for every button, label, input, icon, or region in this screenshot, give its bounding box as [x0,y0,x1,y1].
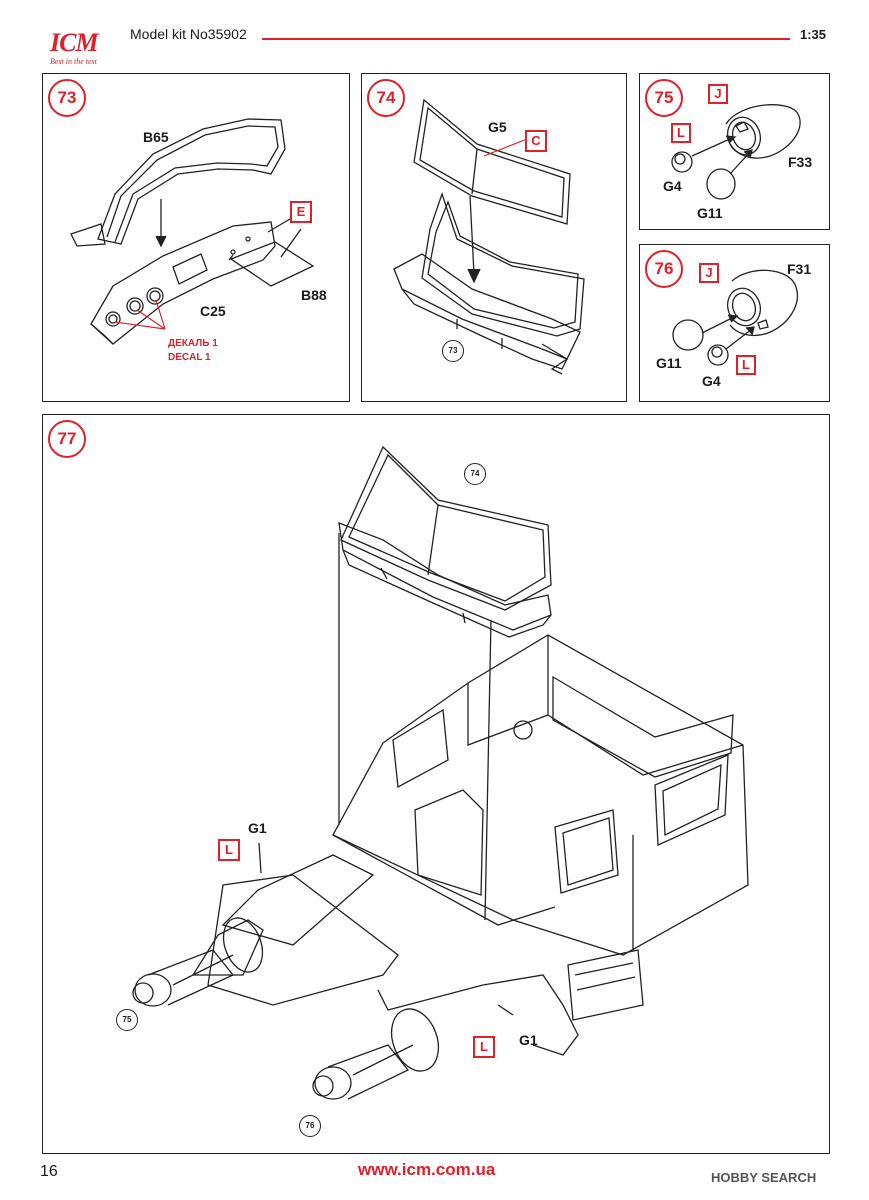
step-number: 73 [48,79,86,117]
reference-step-76: 76 [299,1115,321,1137]
website-url: www.icm.com.ua [358,1160,496,1179]
logo-text: ICM [50,28,99,57]
step-75-panel: 75 F33 G4 G11 J L [639,73,830,230]
part-label-f33: F33 [788,154,813,170]
part-label-g11: G11 [656,355,682,371]
part-label-b88: B88 [301,287,327,303]
step-76-panel: 76 F31 G11 G4 J L [639,244,830,402]
glue-marker-c: C [525,130,547,152]
part-label-c25: C25 [200,303,226,319]
step-number: 77 [48,420,86,458]
icm-logo: ICM Best in the test [38,28,118,66]
headlight-75-drawing [671,104,801,200]
glue-marker-l: L [671,123,691,143]
page-number: 16 [40,1163,58,1180]
glue-marker-j: J [699,263,719,283]
reference-step-74: 74 [464,463,486,485]
model-kit-number: Model kit No35902 [130,26,247,42]
decal-en: DECAL 1 [168,352,211,363]
logo-tagline: Best in the test [50,57,97,66]
glue-marker-l-left: L [218,839,240,861]
part-label-g4: G4 [663,178,682,194]
cab-assembly-drawing [132,445,749,1100]
step-73-panel: 73 B [42,73,350,402]
part-label-f31: F31 [787,261,812,277]
step-number: 75 [645,79,683,117]
reference-step-73: 73 [442,340,464,362]
reference-step-75: 75 [116,1009,138,1031]
step-number: 76 [645,250,683,288]
part-label-g4: G4 [702,373,721,389]
part-label-b65: B65 [143,129,169,145]
step-number: 74 [367,79,405,117]
glue-marker-j: J [708,84,728,104]
part-label-g11: G11 [697,205,723,221]
scale-label: 1:35 [800,27,827,42]
header-rule [262,38,790,40]
step-77-panel: 77 [42,414,830,1154]
glue-marker-e: E [290,201,312,223]
part-label-g5: G5 [488,119,507,135]
windshield-drawing [393,98,585,375]
headlight-76-drawing [672,269,798,366]
part-label-g1-left: G1 [248,820,267,836]
part-label-g1-right: G1 [519,1032,538,1048]
glue-marker-l-right: L [473,1036,495,1058]
dashboard-drawing [70,118,315,345]
step-74-panel: 74 G5 C 73 [361,73,627,402]
glue-marker-l: L [736,355,756,375]
hobby-search-watermark: HOBBY SEARCH [711,1170,817,1185]
decal-ru: ДЕКАЛЬ 1 [168,338,218,349]
